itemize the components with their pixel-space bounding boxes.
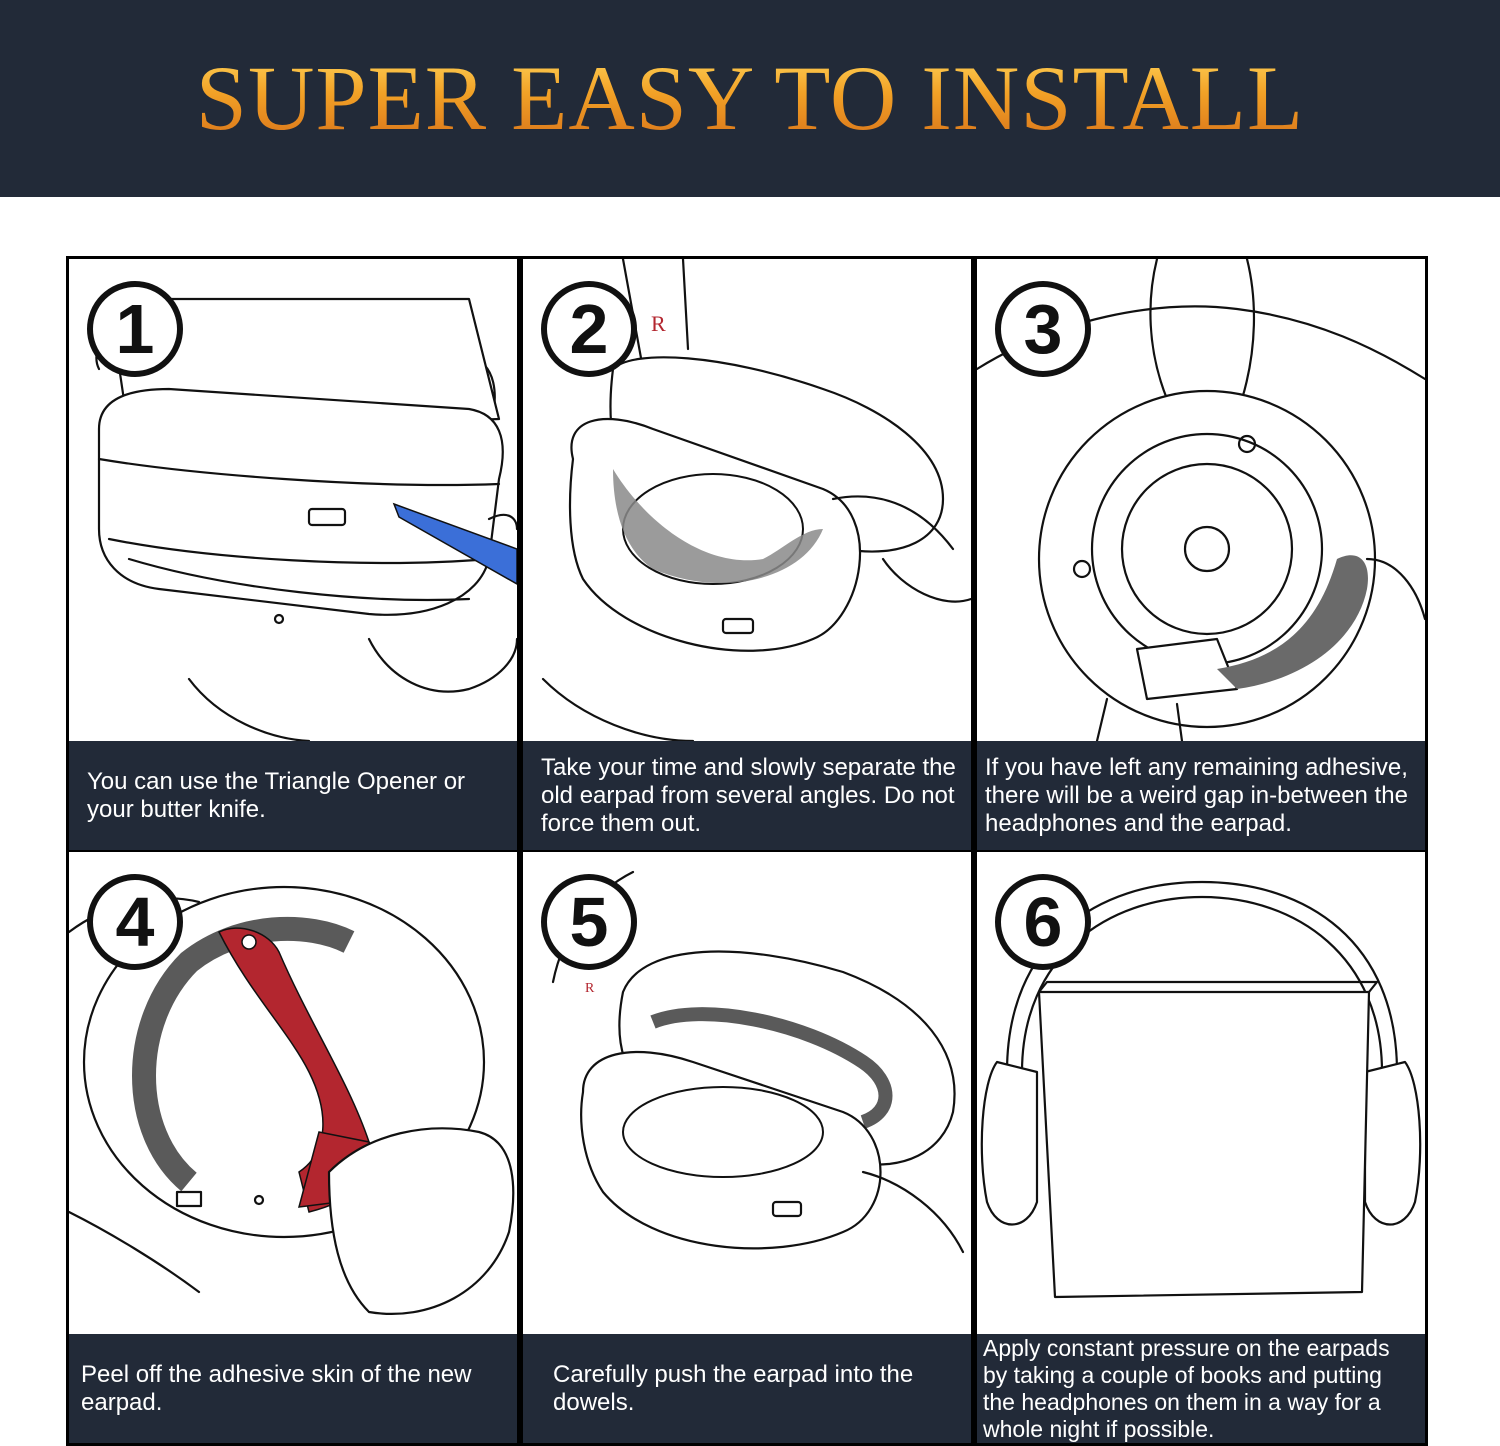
steps-grid: 1 You can use the Triangle Opener or you… [66,256,1428,1446]
step-5-caption: Carefully push the earpad into the dowel… [553,1360,914,1416]
step-2-caption-bar: Take your time and slowly separate the o… [523,741,971,850]
step-1-illustration [95,297,517,741]
step-1-caption-bar: You can use the Triangle Opener or your … [69,741,517,850]
step-2-illustration: R [541,259,971,741]
step-card-3: 3 If you have left any remaining adhesiv… [977,259,1425,850]
step-4-number-badge: 4 [87,874,183,970]
step-card-4: 4 Peel off the adhesive skin of the new … [69,852,517,1443]
step-3-caption-bar: If you have left any remaining adhesive,… [977,741,1425,850]
page-title: SUPER EASY TO INSTALL [0,52,1500,144]
step-1-number-badge: 1 [87,281,183,377]
step-2-number-badge: 2 [541,281,637,377]
step-4-caption-bar: Peel off the adhesive skin of the new ea… [69,1334,517,1443]
svg-text:R: R [585,981,595,996]
step-4-illustration [69,885,515,1315]
step-4-caption: Peel off the adhesive skin of the new ea… [81,1360,472,1416]
step-card-6: 6 Apply constant pressure on the earpads… [977,852,1425,1443]
step-6-illustration [980,880,1422,1299]
step-5-number-badge: 5 [541,874,637,970]
step-card-1: 1 You can use the Triangle Opener or you… [69,259,517,850]
step-6-caption: Apply constant pressure on the earpads b… [983,1334,1390,1442]
step-card-2: R 2 Take your time and slowly separate t… [523,259,971,850]
step-6-number-badge: 6 [995,874,1091,970]
step-1-caption: You can use the Triangle Opener or your … [87,767,466,823]
step-6-caption-bar: Apply constant pressure on the earpads b… [977,1334,1425,1443]
step-5-caption-bar: Carefully push the earpad into the dowel… [523,1334,971,1443]
step-5-illustration: R [551,870,965,1254]
step-card-5: R 5 Carefully push the earpad into the d… [523,852,971,1443]
step-3-number-badge: 3 [995,281,1091,377]
svg-text:R: R [651,311,666,336]
title-banner: SUPER EASY TO INSTALL [0,0,1500,197]
step-2-caption: Take your time and slowly separate the o… [541,753,956,837]
step-3-caption: If you have left any remaining adhesive,… [985,753,1408,837]
